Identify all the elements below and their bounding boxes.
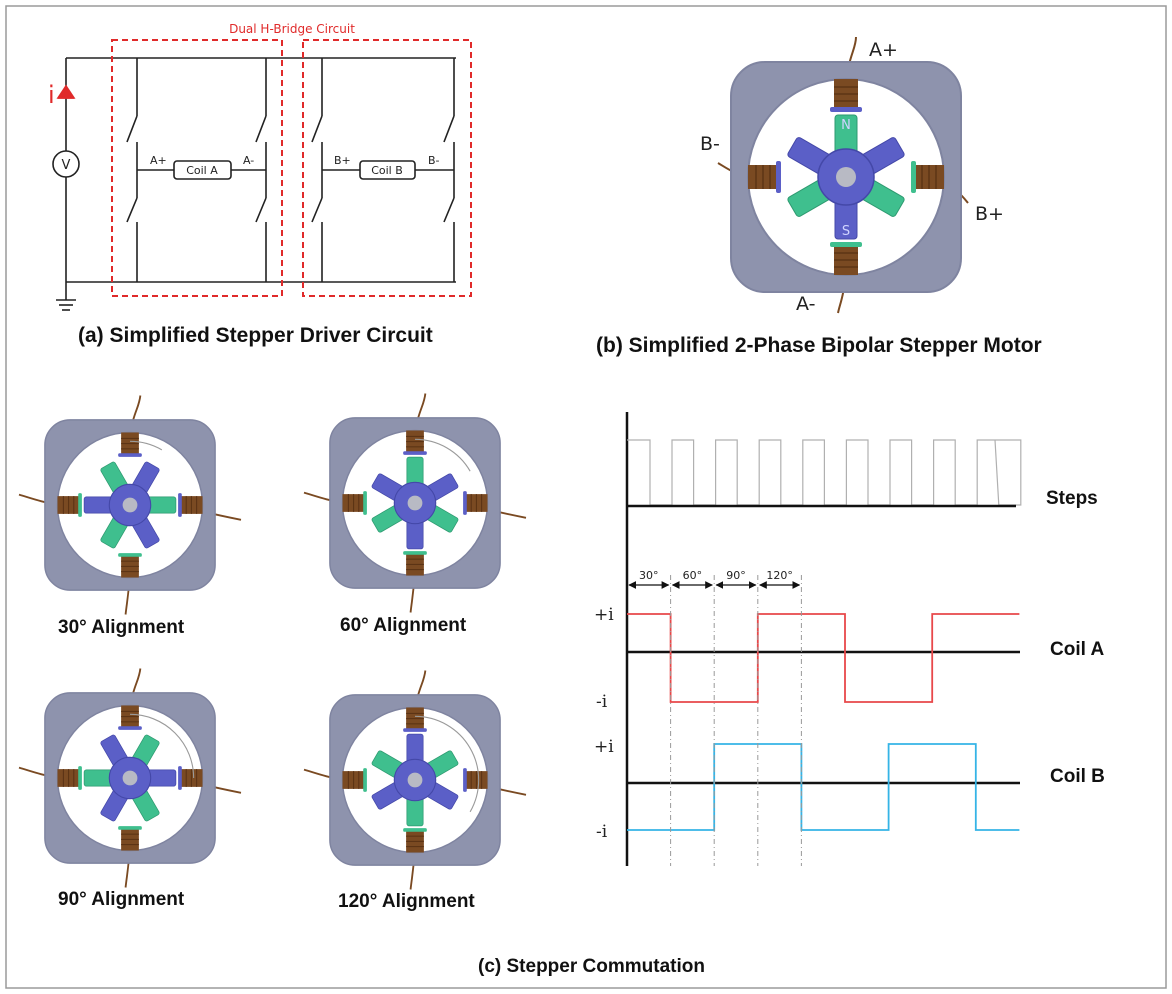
coil-a-wave	[627, 613, 1020, 703]
alignment-motor-30	[18, 395, 242, 615]
current-arrow-icon	[56, 84, 76, 99]
alignment-label-30: 30° Alignment	[58, 617, 185, 638]
coil-a-minus: A-	[243, 154, 254, 167]
coil-a-label: Coil A	[186, 164, 218, 177]
alignment-motors	[18, 393, 527, 890]
coil-b-box	[359, 160, 416, 180]
h-bridge-b-box	[302, 39, 472, 297]
voltmeter-icon	[52, 150, 80, 178]
coil-a-plus-level: +i	[594, 605, 614, 625]
rotation-arc	[129, 440, 163, 451]
current-symbol: i	[48, 81, 55, 109]
alignment-motor-60	[303, 393, 527, 613]
coil-b-minus: B-	[428, 154, 440, 167]
terminal-b-minus: B-	[700, 133, 720, 155]
alignment-motor-120	[303, 670, 527, 890]
alignment-label-90: 90° Alignment	[58, 889, 185, 910]
angle-label: 60°	[683, 569, 703, 582]
coil-b-plus: B+	[334, 154, 351, 167]
coil-a-minus-level: -i	[596, 692, 608, 712]
alignment-motor-90	[18, 668, 242, 888]
coil-b-minus-level: -i	[596, 822, 608, 842]
terminal-a-minus: A-	[796, 293, 815, 315]
driver-circuit	[56, 39, 472, 311]
coil-b-wave-label: Coil B	[1050, 766, 1105, 787]
angle-label: 120°	[766, 569, 793, 582]
coil-b-plus-level: +i	[594, 737, 614, 757]
steps-wave	[627, 439, 1022, 506]
alignment-label-120: 120° Alignment	[338, 891, 475, 912]
coil-b-wave	[627, 743, 1020, 831]
rotation-arc	[414, 438, 471, 472]
rotation-arc	[129, 713, 195, 779]
steps-label: Steps	[1046, 488, 1098, 509]
stepper-motor-diagram: N S	[717, 36, 969, 314]
coil-a-plus: A+	[150, 154, 167, 167]
coil-a-box	[173, 160, 232, 180]
terminal-a-plus: A+	[869, 39, 898, 61]
coil-b-label: Coil B	[371, 164, 403, 177]
pole-letter-n: N	[841, 118, 851, 133]
caption-b: (b) Simplified 2-Phase Bipolar Stepper M…	[596, 334, 1042, 357]
h-bridge-title: Dual H-Bridge Circuit	[229, 22, 355, 36]
timing-diagram: 30° 60° 90° 120°	[625, 412, 1022, 866]
caption-c: (c) Stepper Commutation	[478, 956, 705, 977]
caption-a: (a) Simplified Stepper Driver Circuit	[78, 324, 433, 347]
figure-border	[5, 5, 1167, 989]
coil-a-wave-label: Coil A	[1050, 639, 1104, 660]
voltmeter-label: V	[62, 158, 71, 173]
angle-label: 90°	[726, 569, 746, 582]
alignment-label-60: 60° Alignment	[340, 615, 467, 636]
angle-label: 30°	[639, 569, 659, 582]
rotation-arc	[414, 715, 480, 813]
pole-letter-s: S	[842, 224, 850, 239]
h-bridge-a-box	[111, 39, 283, 297]
terminal-b-plus: B+	[975, 203, 1004, 225]
